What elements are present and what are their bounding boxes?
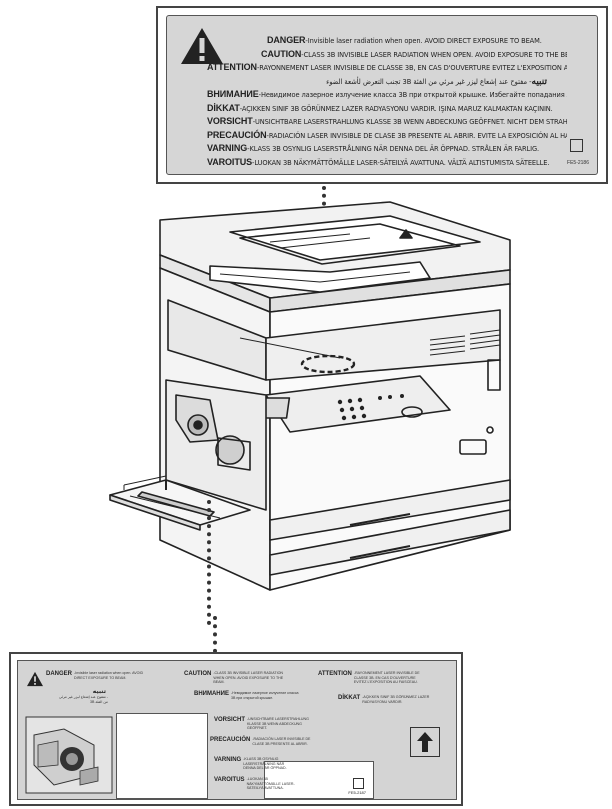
label-line: DİKKAT-AÇIKKEN SINIF 3B GÖRÜNMEZ LAZER R… — [207, 102, 553, 113]
label-code: FE5-2187 — [348, 790, 366, 795]
bottom-laser-warning-label: DANGER-Invisible laser radiation when op… — [17, 660, 457, 800]
label-line: تنبيه- مفتوح عند إشعاع ليزر غير مرئي من … — [326, 75, 547, 86]
label-item-varoitus: VAROITUS-LUOKAN 3B NÄKYMÄTTÖMÄLLE LASER-… — [214, 777, 295, 790]
label-line: VORSICHT-UNSICHTBARE LASERSTRAHLUNG KLAS… — [207, 116, 567, 126]
label-line: DANGER-Invisible laser radiation when op… — [267, 35, 542, 45]
label-line: CAUTION-CLASS 3B INVISIBLE LASER RADIATI… — [261, 48, 567, 59]
warning-triangle-icon — [27, 671, 43, 687]
top-laser-warning-label: DANGER-Invisible laser radiation when op… — [166, 15, 598, 175]
label-item-danger: DANGER-Invisible laser radiation when op… — [46, 671, 144, 680]
bottom-label-callout: DANGER-Invisible laser radiation when op… — [9, 652, 463, 806]
top-label-callout: DANGER-Invisible laser radiation when op… — [156, 6, 608, 184]
label-item-precaucion: PRECAUCIÓN-RADIACIÓN LASER INVISIBLE DE … — [210, 737, 311, 746]
warning-triangle-icon — [181, 28, 223, 64]
label-code: FE5-2186 — [567, 160, 589, 166]
label-item-vnimanie: ВНИМАНИЕ-Невидимое лазерное излучение кл… — [194, 691, 299, 700]
cartridge-diagram-image — [25, 716, 113, 794]
label-checkbox-square — [570, 139, 583, 152]
bottom-dotted-leader — [207, 500, 211, 625]
label-item-attention: ATTENTION-RAYONNEMENT LASER INVISIBLE DE… — [318, 671, 420, 684]
label-item-caution: CAUTION-CLASS 3B INVISIBLE LASER RADIATI… — [184, 671, 284, 684]
label-line: VAROITUS-LUOKAN 3B NÄKYMÄTTÖMÄLLE LASER-… — [207, 156, 550, 167]
top-label-text-lines: DANGER-Invisible laser radiation when op… — [207, 34, 567, 169]
label-item-arabic: تنبيه- مفتوح عند إشعاع ليزر غير مرئي من … — [58, 689, 108, 704]
arrow-up-icon — [410, 727, 440, 757]
label-item-vorsicht: VORSICHT-UNSICHTBARE LASERSTRAHLUNG KLAS… — [214, 717, 309, 730]
label-item-varning: VARNING-KLASS 3B OSYNLIG LASERSTRÅLNING … — [214, 757, 287, 770]
label-line: ВНИМАНИЕ-Невидимое лазерное излучение кл… — [207, 89, 567, 99]
printer-illustration — [109, 201, 511, 591]
label-checkbox-square — [353, 778, 364, 789]
label-cutout-center — [116, 713, 208, 799]
label-line: PRECAUCIÓN-RADIACIÓN LASER INVISIBLE DE … — [207, 129, 567, 140]
label-item-dikkat: DİKKAT-AÇIKKEN SINIF 3B GÖRÜNMEZ LAZER R… — [338, 695, 430, 704]
label-line: VARNING-KLASS 3B OSYNLIG LASERSTRÅLNING … — [207, 143, 540, 153]
label-line: ATTENTION-RAYONNEMENT LASER INVISIBLE DE… — [207, 62, 567, 72]
label-cutout-right — [264, 761, 374, 799]
